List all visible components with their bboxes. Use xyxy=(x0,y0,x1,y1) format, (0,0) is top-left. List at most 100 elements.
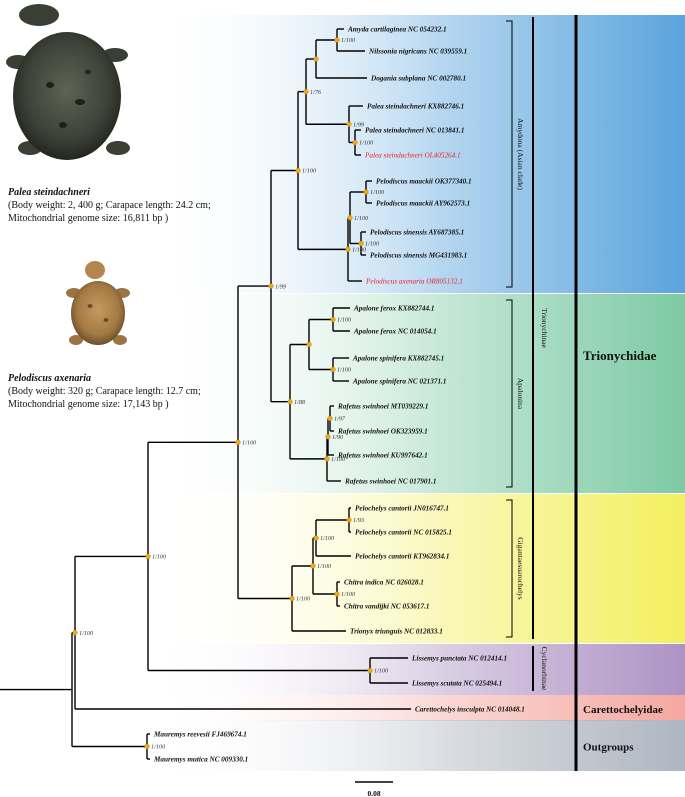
node-marker xyxy=(313,535,319,541)
tip-label: Trionyx triunguis NC 012833.1 xyxy=(350,628,443,636)
tip-label: Pelochelys cantorii NC 015825.1 xyxy=(355,529,452,537)
support-value: 1/100 xyxy=(354,215,369,222)
band-amydona xyxy=(150,15,685,293)
clade-bracket xyxy=(506,299,513,488)
node-marker xyxy=(235,439,241,445)
support-value: 1/100 xyxy=(341,591,356,598)
node-marker xyxy=(367,667,373,674)
family-label: Outgroups xyxy=(583,742,634,754)
support-value: 1/100 xyxy=(242,439,257,446)
support-value: 1/100 xyxy=(296,596,311,603)
node-marker xyxy=(325,434,331,440)
support-value: 1/100 xyxy=(320,535,335,542)
tip-label: Apalone spinifera KX882745.1 xyxy=(352,355,444,363)
tip-label: Amyda cartilaginea NC 054232.1 xyxy=(347,26,447,34)
tip-label: Apalone ferox NC 014054.1 xyxy=(353,328,437,336)
subfamily-label: Cyclanorbinae xyxy=(540,647,549,691)
tip-label: Palea steindachneri NC 013841.1 xyxy=(365,127,464,135)
tip-label: Rafetus swinhoei NC 017901.1 xyxy=(344,478,436,486)
support-value: 1/100 xyxy=(152,554,167,561)
support-value: 1/100 xyxy=(337,367,352,374)
scale-bar-label: 0.08 xyxy=(367,789,380,797)
clade-bracket xyxy=(506,499,513,638)
tip-label: Pelodiscus maackii AY962573.1 xyxy=(376,200,470,208)
support-value: 1/100 xyxy=(341,37,356,44)
support-value: 1/76 xyxy=(310,89,322,96)
tip-label: Palea steindachneri OL405264.1 xyxy=(364,152,461,160)
support-value: 1/100 xyxy=(359,140,374,147)
node-marker xyxy=(334,37,340,43)
band-outgroups xyxy=(150,720,685,771)
tip-label: Lissemys scutata NC 025494.1 xyxy=(411,680,502,688)
support-value: 1/99 xyxy=(275,283,286,290)
caption-genome-size: Mitochondrial genome size: 16,811 bp ) xyxy=(8,213,169,224)
clade-label: Apalonina xyxy=(516,378,525,410)
node-marker xyxy=(346,517,352,523)
clade-bracket xyxy=(506,20,513,288)
node-marker xyxy=(145,553,151,559)
tip-label: Pelodiscus sinensis MG431983.1 xyxy=(370,252,467,260)
family-label: Trionychidae xyxy=(583,348,657,363)
tip-label: Pelodiscus axenaria OR805132.1 xyxy=(365,278,463,286)
node-marker xyxy=(310,563,316,569)
tip-label: Carettochelys insculpta NC 014048.1 xyxy=(415,706,525,714)
support-value: 1/100 xyxy=(337,317,352,324)
support-value: 1/90 xyxy=(332,434,344,441)
tip-label: Pelochelys cantorii JN016747.1 xyxy=(355,505,449,513)
node-marker xyxy=(306,341,312,348)
node-marker xyxy=(287,399,293,405)
node-marker xyxy=(330,316,336,323)
node-marker xyxy=(289,595,295,602)
support-value: 1/88 xyxy=(294,399,306,406)
band-gigantaesuarochelys xyxy=(150,494,685,643)
palea-steindachneri-caption: Palea steindachneri (Body weight: 2, 400… xyxy=(8,186,248,225)
caption-body-measurements: (Body weight: 320 g; Carapace length: 12… xyxy=(8,386,201,397)
tip-label: Apalone ferox KX882744.1 xyxy=(353,305,434,313)
support-value: 1/100 xyxy=(374,668,389,675)
support-value: 1/100 xyxy=(79,630,94,637)
node-marker xyxy=(346,121,352,127)
band-carettochelyidae xyxy=(150,695,685,721)
support-value: 1/97 xyxy=(334,416,346,423)
tip-label: Pelodiscus sinensis AY687385.1 xyxy=(370,229,464,237)
tip-label: Chitra vandijki NC 053617.1 xyxy=(344,603,429,611)
node-marker xyxy=(334,591,340,597)
tip-label: Rafetus swinhoei OK323959.1 xyxy=(337,428,428,436)
clade-label: Gigantaesuarochelys xyxy=(516,537,525,600)
support-value: 1/99 xyxy=(353,121,364,128)
support-value: 1/100 xyxy=(352,247,367,254)
support-value: 1/100 xyxy=(302,168,317,175)
pelodiscus-axenaria-photo xyxy=(66,261,130,345)
node-marker xyxy=(295,167,301,174)
support-value: 1/100 xyxy=(151,744,166,751)
support-value: 1/93 xyxy=(353,517,364,524)
node-marker xyxy=(144,743,150,750)
node-marker xyxy=(330,366,336,373)
support-value: 1/100 xyxy=(365,241,380,248)
subfamily-label: Trionychinae xyxy=(540,308,549,348)
tip-label: Pelodiscus maackii OK377340.1 xyxy=(376,178,472,186)
support-value: 1/100 xyxy=(317,563,332,570)
caption-species-name: Palea steindachneri xyxy=(8,187,90,198)
node-marker xyxy=(313,56,319,62)
node-marker xyxy=(345,246,351,252)
clade-label: Amydona (Asian clade) xyxy=(516,118,525,190)
caption-genome-size: Mitochondrial genome size: 17,143 bp ) xyxy=(8,399,169,410)
node-marker xyxy=(347,215,353,221)
node-marker xyxy=(324,456,330,462)
node-marker xyxy=(352,139,358,146)
tip-label: Rafetus swinhoei KU997642.1 xyxy=(337,452,428,460)
node-marker xyxy=(363,189,369,195)
node-marker xyxy=(327,415,333,422)
family-label: Carettochelyidae xyxy=(583,704,663,716)
node-marker xyxy=(72,630,78,636)
tip-label: Pelochelys cantorii KT962834.1 xyxy=(355,553,449,561)
tip-label: Apalone spinifera NC 021371.1 xyxy=(352,378,446,386)
tip-label: Palea steindachneri KX882746.1 xyxy=(367,103,464,111)
pelodiscus-axenaria-caption: Pelodiscus axenaria (Body weight: 320 g;… xyxy=(8,372,248,411)
support-value: 1/100 xyxy=(370,189,385,196)
tip-label: Lissemys punctata NC 012414.1 xyxy=(411,655,507,663)
tip-label: Nilssonia nigricans NC 039559.1 xyxy=(368,48,467,56)
